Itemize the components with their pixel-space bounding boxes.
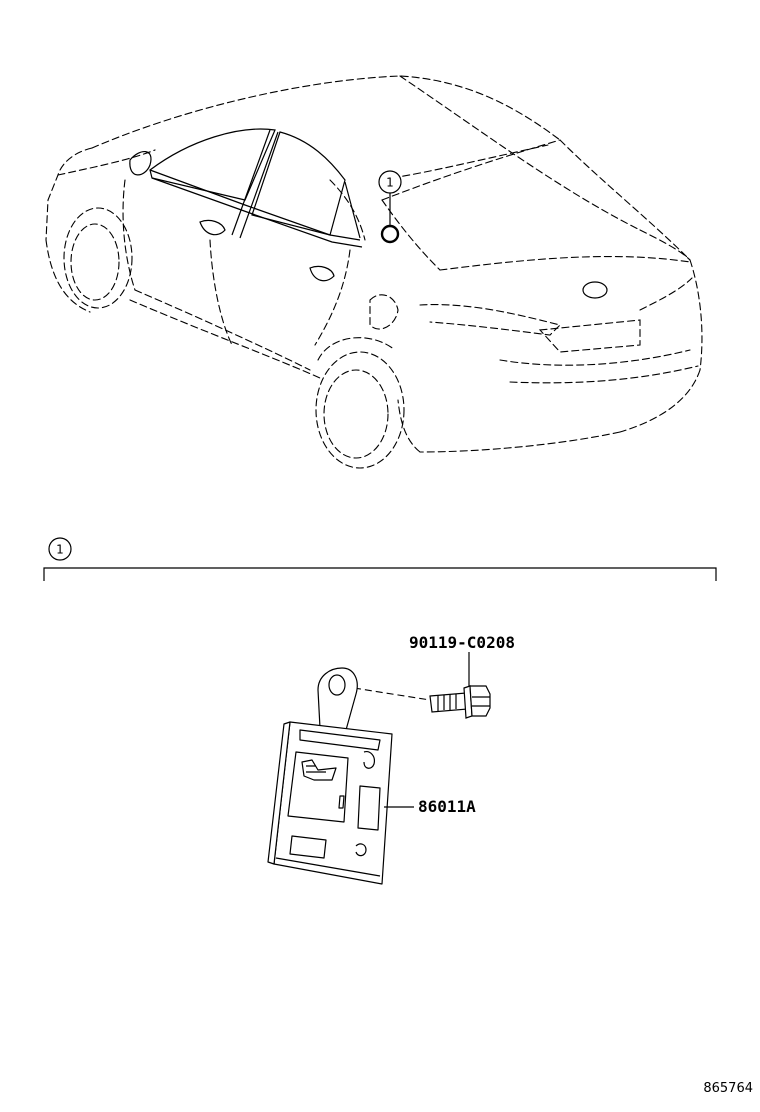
bolt-alignment-line: [353, 687, 431, 701]
section-bracket: 1: [43, 537, 717, 581]
vehicle-callout-marker: 1: [378, 170, 402, 244]
vehicle-window-lines: [129, 128, 608, 299]
module-location-marker: [380, 224, 400, 244]
bolt-illustration: [429, 685, 491, 719]
section-callout-number: 1: [56, 543, 64, 557]
vehicle-callout-number: 1: [386, 176, 394, 190]
module-part-number: 86011A: [418, 797, 476, 816]
vehicle-illustration: [45, 75, 703, 469]
bolt-part-number: 90119-C0208: [409, 633, 515, 652]
module-illustration: [267, 667, 393, 885]
diagram-reference-number: 865764: [703, 1081, 753, 1096]
